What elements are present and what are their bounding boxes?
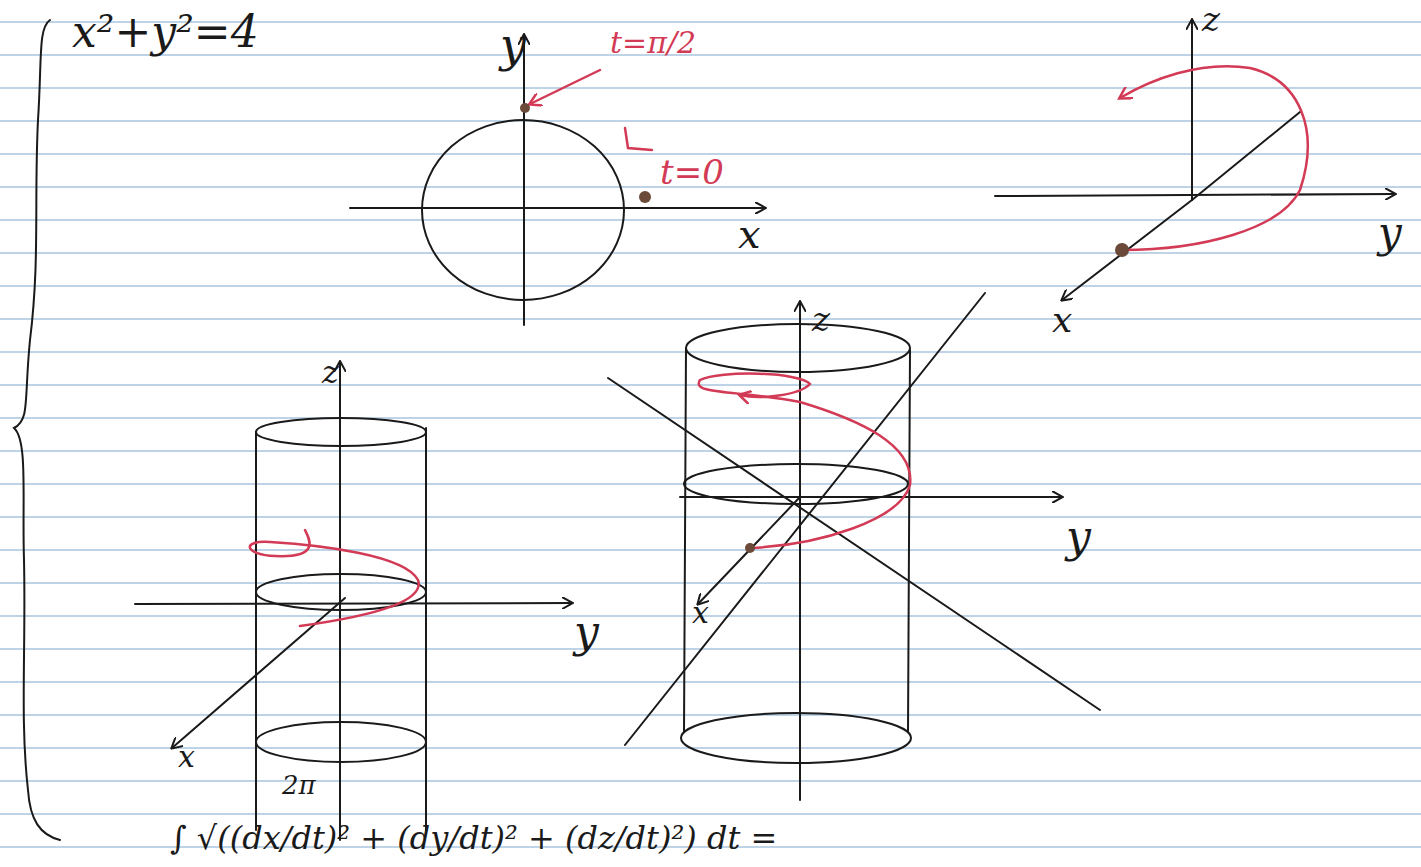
circle-sketch [350,35,765,325]
curve-path [250,530,419,626]
direction-arrow [625,128,652,150]
axis-label: y [574,610,599,654]
bound-label: 2π [282,772,316,798]
axis-label: x [178,742,195,772]
curly-brace [14,20,60,840]
cylinder-sketch [135,362,572,840]
axis-label: x [738,214,761,254]
axis-label: z [322,356,339,388]
axis-label: z [1202,2,1220,36]
helix-path [699,374,911,548]
pointer-arrow [530,70,600,104]
axes-3d [995,20,1395,300]
equation-text: x²+y²=4 [72,10,259,54]
axis-label: y [1378,212,1402,254]
point-markers [520,103,1129,553]
axis-label: x [692,598,709,628]
parameter-label: t=π/2 [610,28,696,58]
axis-label: x [1052,302,1072,338]
curve-path [1120,66,1308,250]
cylinder-sketch [608,293,1100,800]
ruled-lines [0,22,1421,847]
axis-label: y [500,22,526,68]
axis-label: y [1066,515,1091,559]
axis-label: z [812,302,830,336]
formula-text: ∫ √((dx/dt)² + (dy/dt)² + (dz/dt)²) dt = [170,822,777,854]
parameter-label: t=0 [660,155,724,189]
